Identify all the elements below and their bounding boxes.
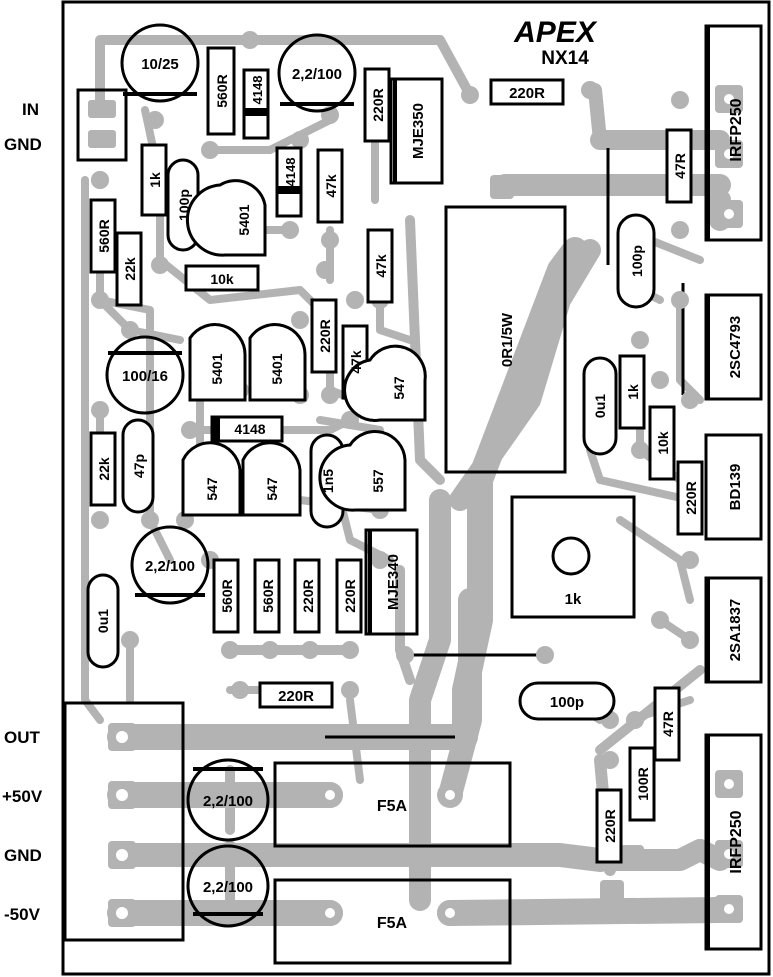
- label-r-1k-b: 1k: [625, 384, 641, 400]
- label-r-220-d: 220R: [342, 579, 358, 612]
- label-c-22-100-top: 2,2/100: [292, 66, 342, 83]
- label-r-100-bottom: 100R: [635, 767, 651, 800]
- label-q-547-c: 547: [264, 477, 280, 501]
- label-r-0r1: 0R1/5W: [499, 312, 516, 367]
- label-pot-1k: 1k: [565, 591, 582, 608]
- label-r-10k-b: 10k: [655, 431, 671, 455]
- label-q-bd139: BD139: [727, 464, 744, 511]
- label-c-10-25: 10/25: [141, 56, 179, 73]
- input-pads: [88, 100, 116, 148]
- label-r-47-bottom: 47R: [660, 711, 676, 737]
- label-d-4148-c: 4148: [234, 421, 265, 437]
- label-r-220-mid: 220R: [317, 319, 333, 352]
- pads: [91, 31, 699, 859]
- label-d-4148-b: 4148: [283, 158, 298, 187]
- label-c-100-16: 100/16: [122, 368, 168, 385]
- label-r-560-top: 560R: [214, 74, 230, 107]
- label-r-220-bottom: 220R: [278, 688, 314, 705]
- label-d-5401-c: 5401: [269, 353, 285, 384]
- label-c-100p-b: 100p: [629, 245, 645, 277]
- label-r-220-c: 220R: [300, 579, 316, 612]
- label-c-100p-c: 100p: [550, 694, 584, 711]
- label-r-10k: 10k: [210, 271, 234, 287]
- to92-bodies: [181, 179, 427, 517]
- logo-text: APEX: [513, 16, 598, 49]
- label-q-2sc4793: 2SC4793: [727, 316, 744, 379]
- label-q-547-a: 547: [391, 376, 407, 400]
- label-f-5a-top: F5A: [377, 798, 408, 815]
- label-r-560-a: 560R: [219, 579, 235, 612]
- label-f-5a-bottom: F5A: [377, 915, 408, 932]
- label-r-220-bottom2: 220R: [602, 809, 618, 842]
- label-r-47k-a: 47k: [323, 174, 339, 198]
- label-c-22-100-b1: 2,2/100: [203, 793, 253, 810]
- label-q-irfp250-top: IRFP250: [728, 98, 745, 161]
- label-q-mje340: MJE340: [385, 554, 402, 610]
- label-r-22k-b: 22k: [96, 457, 112, 481]
- drill-holes: [116, 94, 734, 919]
- label-r-220-mje350: 220R: [370, 88, 386, 121]
- label-r-1k: 1k: [147, 172, 163, 188]
- connector-label-gnd-pwr: GND: [4, 846, 42, 865]
- label-c-100p-a: 100p: [176, 189, 192, 221]
- label-q-mje350: MJE350: [410, 103, 427, 159]
- label-r-220-top: 220R: [509, 85, 545, 102]
- connector-label-gnd-in: GND: [4, 135, 42, 154]
- model-name: NX14: [541, 48, 589, 69]
- label-d-5401-a: 5401: [236, 204, 252, 235]
- label-r-560-b: 560R: [260, 579, 276, 612]
- label-d-4148-a: 4148: [250, 76, 265, 105]
- component-labels: 10/25 2,2/100 560R 4148 4148 220R MJE350…: [95, 56, 745, 932]
- brand-logo: APEX NX14: [513, 16, 598, 69]
- label-q-irfp250-bottom: IRFP250: [728, 810, 745, 873]
- label-r-47k-c: 47k: [348, 350, 364, 374]
- label-r-47-top: 47R: [672, 153, 688, 179]
- label-c-1n5: 1n5: [320, 469, 336, 493]
- label-q-2sa1837: 2SA1837: [727, 599, 744, 662]
- label-r-22k-a: 22k: [122, 257, 138, 281]
- label-c-22-100-mid: 2,2/100: [145, 558, 195, 575]
- label-r-560-left: 560R: [96, 219, 112, 252]
- label-r-220-bd: 220R: [683, 481, 699, 514]
- label-d-5401-b: 5401: [209, 353, 225, 384]
- label-q-557: 557: [370, 469, 386, 493]
- connector-label-minus50: -50V: [4, 905, 40, 924]
- connector-label-in: IN: [22, 100, 39, 119]
- connector-label-plus50: +50V: [2, 787, 43, 806]
- connector-label-out: OUT: [4, 728, 40, 747]
- label-c-22-100-b2: 2,2/100: [203, 879, 253, 896]
- label-c-47p: 47p: [131, 454, 147, 478]
- label-c-0u1-a: 0u1: [592, 394, 608, 418]
- label-r-47k-b: 47k: [373, 254, 389, 278]
- label-q-547-b: 547: [204, 477, 220, 501]
- label-c-0u1-b: 0u1: [95, 609, 111, 633]
- polarity-marks: [108, 26, 710, 949]
